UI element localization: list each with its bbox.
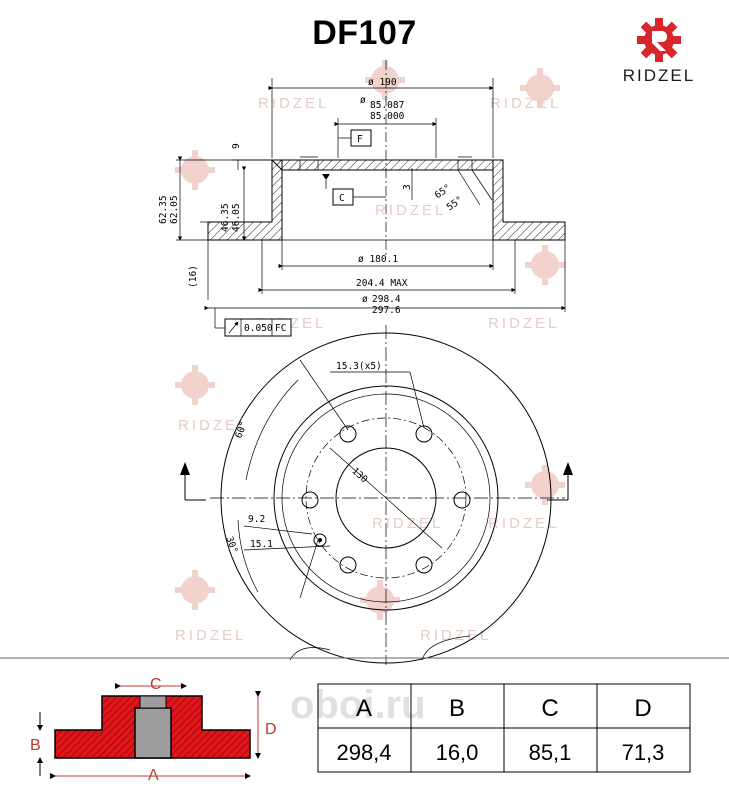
brand-name: RIDZEL	[622, 66, 696, 85]
dim-angle-55: 55°	[445, 194, 465, 213]
dim-3: 3	[402, 184, 413, 190]
bolt-hole	[339, 556, 357, 574]
watermark-site: oboi.ru	[290, 683, 426, 727]
dimensions-table: oboi.ru A B C D 298,4 16,0 85,1 71,3	[290, 683, 691, 773]
front-view: 15.3(x5) 60° 130 9.2 15.1 30°	[180, 325, 573, 665]
tolerance-ref: FC	[275, 323, 286, 334]
watermark-text: RIDZEL	[488, 315, 559, 332]
dim-angle-30: 30°	[223, 535, 239, 555]
legend-label-a: A	[148, 767, 159, 784]
watermark-text: RIDZEL	[178, 417, 249, 434]
dim-outer-diameter-upper: 298.4	[372, 294, 401, 305]
dim-angle-65: 65°	[433, 182, 453, 201]
watermark-text: RIDZEL	[490, 95, 561, 112]
legend-label-b: B	[30, 737, 41, 754]
tolerance-value: 0.050	[244, 323, 273, 334]
gear-logo-icon	[637, 18, 681, 62]
dim-inner-height-upper: 46.35	[220, 203, 231, 232]
datum-f-label: F	[357, 134, 363, 145]
dim-max-diameter: 204.4 MAX	[356, 278, 408, 289]
table-value-c: 85,1	[529, 740, 572, 765]
bolt-hole	[415, 556, 433, 574]
dim-inner-height-lower: 46.05	[231, 203, 242, 232]
watermark-text: RIDZEL	[258, 95, 329, 112]
brand-logo: RIDZEL	[604, 18, 714, 88]
dim-9-2: 9.2	[248, 514, 265, 525]
runout-arrow-icon	[228, 321, 239, 334]
dim-outer-hat: ø 190	[368, 77, 397, 88]
dim-thickness: (16)	[188, 265, 199, 288]
bolt-hole	[453, 491, 471, 509]
table-header-a: A	[356, 695, 372, 722]
dim-bore-upper: ø	[360, 95, 366, 106]
tolerance-frame	[224, 318, 292, 337]
watermark-text: RIDZEL	[372, 515, 443, 532]
dim-pcd: 130	[349, 466, 369, 486]
table-value-b: 16,0	[436, 740, 479, 765]
bolt-hole	[301, 491, 319, 509]
bolt-hole	[339, 425, 357, 443]
table-value-a: 298,4	[336, 740, 391, 765]
datum-c-label: C	[339, 193, 345, 204]
dim-outer-diameter-lower: 297.6	[372, 305, 401, 316]
table-header-d: D	[634, 695, 651, 722]
dim-height-lower: 62.05	[169, 195, 180, 224]
dim-9: 9	[231, 143, 242, 149]
page-title: DF107	[312, 14, 417, 52]
table-header-b: B	[449, 695, 465, 722]
watermark-text: RIDZEL	[488, 515, 559, 532]
bolt-hole	[415, 425, 433, 443]
dim-bore-upper-value: 85.087	[370, 100, 404, 111]
watermark-text: RIDZEL	[375, 202, 446, 219]
dim-height-upper: 62.35	[158, 195, 169, 224]
legend-profile: C B D A	[30, 676, 277, 784]
dim-bore-lower-value: 85.000	[370, 111, 405, 122]
dim-outer-diameter-sym: ø	[362, 294, 368, 305]
dim-15-1: 15.1	[250, 539, 273, 550]
watermark-text: RIDZEL	[175, 627, 246, 644]
dim-inner-diameter: ø 180.1	[358, 254, 398, 265]
section-view: ø 190 ø 85.087 85.000 F C 9 3 65° 55°	[158, 60, 566, 337]
dim-holes: 15.3(x5)	[336, 361, 382, 372]
legend-label-c: C	[150, 676, 162, 693]
watermark-text: RIDZEL	[420, 627, 491, 644]
locating-hole	[313, 533, 327, 547]
table-header-c: C	[541, 695, 558, 722]
table-value-d: 71,3	[622, 740, 665, 765]
legend-label-d: D	[265, 721, 277, 738]
